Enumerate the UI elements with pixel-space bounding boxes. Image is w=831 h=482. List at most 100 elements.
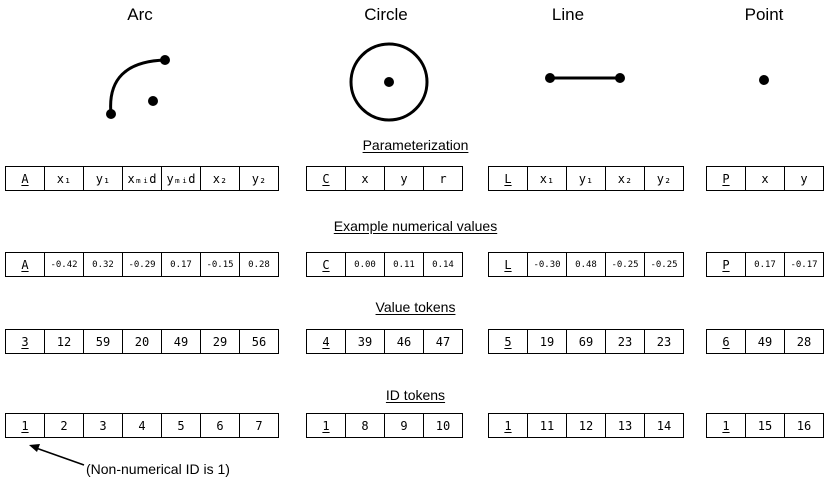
type-id-cell: P bbox=[707, 253, 746, 276]
token-cell: 4 bbox=[123, 414, 162, 437]
type-id-cell: C bbox=[307, 167, 346, 190]
token-cell: 2 bbox=[45, 414, 84, 437]
value-tokens-heading: Value tokens bbox=[375, 299, 456, 315]
token-cell: 7 bbox=[240, 414, 279, 437]
token-cell: 0.48 bbox=[567, 253, 606, 276]
token-cell: -0.17 bbox=[785, 253, 824, 276]
line-title: Line bbox=[551, 5, 585, 24]
type-id-cell: C bbox=[307, 253, 346, 276]
type-id-cell: A bbox=[6, 167, 45, 190]
token-cell: -0.25 bbox=[645, 253, 684, 276]
token-cell: y₁ bbox=[567, 167, 606, 190]
token-cell: y₁ bbox=[84, 167, 123, 190]
type-id-cell: 5 bbox=[489, 330, 528, 353]
token-cell: 20 bbox=[123, 330, 162, 353]
type-id-cell: 1 bbox=[6, 414, 45, 437]
token-cell: y₂ bbox=[240, 167, 279, 190]
token-cell: 3 bbox=[84, 414, 123, 437]
type-id-cell: A bbox=[6, 253, 45, 276]
token-cell: 11 bbox=[528, 414, 567, 437]
token-cell: x bbox=[746, 167, 785, 190]
type-id-cell: 1 bbox=[307, 414, 346, 437]
circle-glyph bbox=[349, 42, 429, 122]
token-cell: y₂ bbox=[645, 167, 684, 190]
token-cell: y bbox=[385, 167, 424, 190]
token-cell: 14 bbox=[645, 414, 684, 437]
token-cell: 0.28 bbox=[240, 253, 279, 276]
token-cell: 56 bbox=[240, 330, 279, 353]
token-cell: -0.15 bbox=[201, 253, 240, 276]
parameterization-heading: Parameterization bbox=[362, 137, 469, 153]
type-id-cell: 1 bbox=[707, 414, 746, 437]
token-cell: -0.42 bbox=[45, 253, 84, 276]
token-cell: x₂ bbox=[606, 167, 645, 190]
token-cell: 9 bbox=[385, 414, 424, 437]
type-id-cell: 6 bbox=[707, 330, 746, 353]
annotation-text: (Non-numerical ID is 1) bbox=[86, 461, 230, 477]
token-cell: xₘᵢd bbox=[123, 167, 162, 190]
token-cell: 8 bbox=[346, 414, 385, 437]
line-glyph bbox=[545, 73, 625, 83]
token-cell: 5 bbox=[162, 414, 201, 437]
token-cell: y bbox=[785, 167, 824, 190]
point-title: Point bbox=[744, 5, 784, 24]
token-cell: 29 bbox=[201, 330, 240, 353]
token-cell: 49 bbox=[162, 330, 201, 353]
point-glyph bbox=[759, 75, 769, 85]
token-cell: 49 bbox=[746, 330, 785, 353]
type-id-cell: 4 bbox=[307, 330, 346, 353]
token-cell: x₂ bbox=[201, 167, 240, 190]
token-cell: 19 bbox=[528, 330, 567, 353]
token-cell: 0.17 bbox=[162, 253, 201, 276]
token-cell: -0.25 bbox=[606, 253, 645, 276]
token-cell: x bbox=[346, 167, 385, 190]
token-cell: 15 bbox=[746, 414, 785, 437]
type-id-cell: L bbox=[489, 167, 528, 190]
token-cell: 23 bbox=[606, 330, 645, 353]
example-values-heading: Example numerical values bbox=[333, 218, 498, 234]
token-cell: 12 bbox=[45, 330, 84, 353]
token-cell: yₘᵢd bbox=[162, 167, 201, 190]
type-id-cell: P bbox=[707, 167, 746, 190]
token-cell: 13 bbox=[606, 414, 645, 437]
token-cell: 46 bbox=[385, 330, 424, 353]
token-cell: -0.29 bbox=[123, 253, 162, 276]
token-cell: -0.30 bbox=[528, 253, 567, 276]
token-cell: 6 bbox=[201, 414, 240, 437]
token-cell: 12 bbox=[567, 414, 606, 437]
token-cell: 0.17 bbox=[746, 253, 785, 276]
arc-title: Arc bbox=[127, 5, 153, 24]
token-cell: 39 bbox=[346, 330, 385, 353]
type-id-cell: L bbox=[489, 253, 528, 276]
token-cell: r bbox=[424, 167, 463, 190]
token-cell: 0.00 bbox=[346, 253, 385, 276]
token-cell: 47 bbox=[424, 330, 463, 353]
token-cell: 69 bbox=[567, 330, 606, 353]
token-cell: x₁ bbox=[528, 167, 567, 190]
token-cell: 28 bbox=[785, 330, 824, 353]
token-cell: 59 bbox=[84, 330, 123, 353]
token-cell: 0.11 bbox=[385, 253, 424, 276]
arc-glyph bbox=[106, 55, 170, 119]
circle-title: Circle bbox=[364, 5, 408, 24]
token-cell: 0.14 bbox=[424, 253, 463, 276]
type-id-cell: 1 bbox=[489, 414, 528, 437]
token-cell: 16 bbox=[785, 414, 824, 437]
token-cell: x₁ bbox=[45, 167, 84, 190]
token-cell: 23 bbox=[645, 330, 684, 353]
